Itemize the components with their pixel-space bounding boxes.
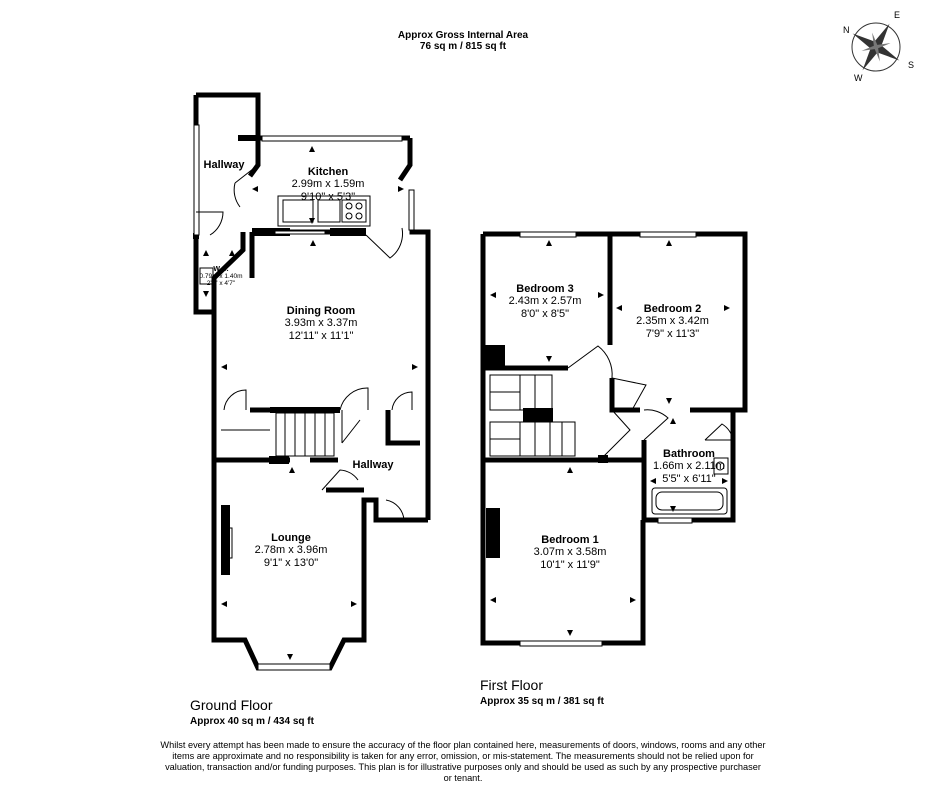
ground-floor-windows <box>193 124 415 671</box>
bathroom-name: Bathroom <box>663 448 715 460</box>
first-floor-windows <box>519 231 697 647</box>
bedroom3-name: Bedroom 3 <box>516 283 574 295</box>
kitchen-fittings <box>199 195 371 559</box>
bathroom-metric: 1.66m x 2.11m <box>653 460 725 472</box>
first-floor-doors <box>567 345 734 468</box>
lounge-name: Lounge <box>271 532 311 544</box>
first-floor-wall-blocks <box>483 345 608 558</box>
ground-floor-stairs <box>221 412 335 457</box>
bedroom2-metric: 2.35m x 3.42m <box>636 315 709 327</box>
room-wc: W.C. 0.79m x 1.40m 2'7" x 4'7" <box>196 266 246 287</box>
ground-floor-area: Approx 40 sq m / 434 sq ft <box>190 716 314 727</box>
bedroom1-name: Bedroom 1 <box>541 534 599 546</box>
first-floor-walls <box>480 231 748 646</box>
ground-floor-title: Ground Floor <box>190 697 273 713</box>
gross-area-value: 76 sq m / 815 sq ft <box>419 41 507 52</box>
room-bathroom: Bathroom 1.66m x 2.11m 5'5" x 6'11" <box>646 448 732 486</box>
compass-icon: N E S W <box>843 10 914 83</box>
room-hallway-bottom: Hallway <box>343 459 403 471</box>
lounge-imperial: 9'1" x 13'0" <box>263 557 319 569</box>
hallway-bottom-name: Hallway <box>352 459 394 471</box>
bedroom1-metric: 3.07m x 3.58m <box>533 546 607 558</box>
dining-imperial: 12'11" x 11'1" <box>288 330 354 342</box>
gross-area-title: Approx Gross Internal Area <box>397 30 529 41</box>
bedroom3-metric: 2.43m x 2.57m <box>508 295 582 307</box>
compass-s: S <box>908 60 914 70</box>
dining-metric: 3.93m x 3.37m <box>284 317 358 329</box>
first-floor-area: Approx 35 sq m / 381 sq ft <box>480 696 604 707</box>
ground-floor-dimension-arrows <box>203 146 418 660</box>
first-floor-stairs <box>489 374 576 457</box>
lounge-metric: 2.78m x 3.96m <box>254 544 328 556</box>
kitchen-name: Kitchen <box>307 166 349 178</box>
first-floor-dimension-arrows <box>490 240 730 636</box>
gross-area-header: Approx Gross Internal Area 76 sq m / 815… <box>0 30 926 52</box>
bedroom3-imperial: 8'0" x 8'5" <box>520 308 570 320</box>
wc-name: W.C. <box>213 266 229 273</box>
kitchen-metric: 2.99m x 1.59m <box>291 178 365 190</box>
room-hallway-top: Hallway <box>198 159 250 171</box>
room-bedroom2: Bedroom 2 2.35m x 3.42m 7'9" x 11'3" <box>620 303 725 341</box>
room-bedroom1: Bedroom 1 3.07m x 3.58m 10'1" x 11'9" <box>510 534 630 572</box>
bathroom-imperial: 5'5" x 6'11" <box>662 473 716 485</box>
room-bedroom3: Bedroom 3 2.43m x 2.57m 8'0" x 8'5" <box>495 283 595 321</box>
first-floor-caption: First Floor Approx 35 sq m / 381 sq ft <box>480 677 604 707</box>
room-lounge: Lounge 2.78m x 3.96m 9'1" x 13'0" <box>232 532 350 570</box>
ground-floor-doors <box>196 164 413 669</box>
bathroom-fittings <box>651 457 729 515</box>
bedroom2-name: Bedroom 2 <box>643 303 702 315</box>
dining-name: Dining Room <box>286 305 356 317</box>
compass-n: N <box>843 25 850 35</box>
room-kitchen: Kitchen 2.99m x 1.59m 9'10" x 5'3" <box>268 166 388 204</box>
wc-metric: 0.79m x 1.40m <box>199 273 243 280</box>
bedroom2-imperial: 7'9" x 11'3" <box>645 328 700 340</box>
room-dining: Dining Room 3.93m x 3.37m 12'11" x 11'1" <box>256 305 386 343</box>
ground-floor-caption: Ground Floor Approx 40 sq m / 434 sq ft <box>190 697 314 727</box>
hallway-top-name: Hallway <box>203 159 245 171</box>
wc-imperial: 2'7" x 4'7" <box>206 280 236 287</box>
first-floor-title: First Floor <box>480 677 543 693</box>
compass-w: W <box>854 73 863 83</box>
compass-e: E <box>894 10 900 20</box>
disclaimer-text: Whilst every attempt has been made to en… <box>160 740 766 783</box>
bedroom1-imperial: 10'1" x 11'9" <box>540 559 600 571</box>
kitchen-imperial: 9'10" x 5'3" <box>300 191 356 203</box>
